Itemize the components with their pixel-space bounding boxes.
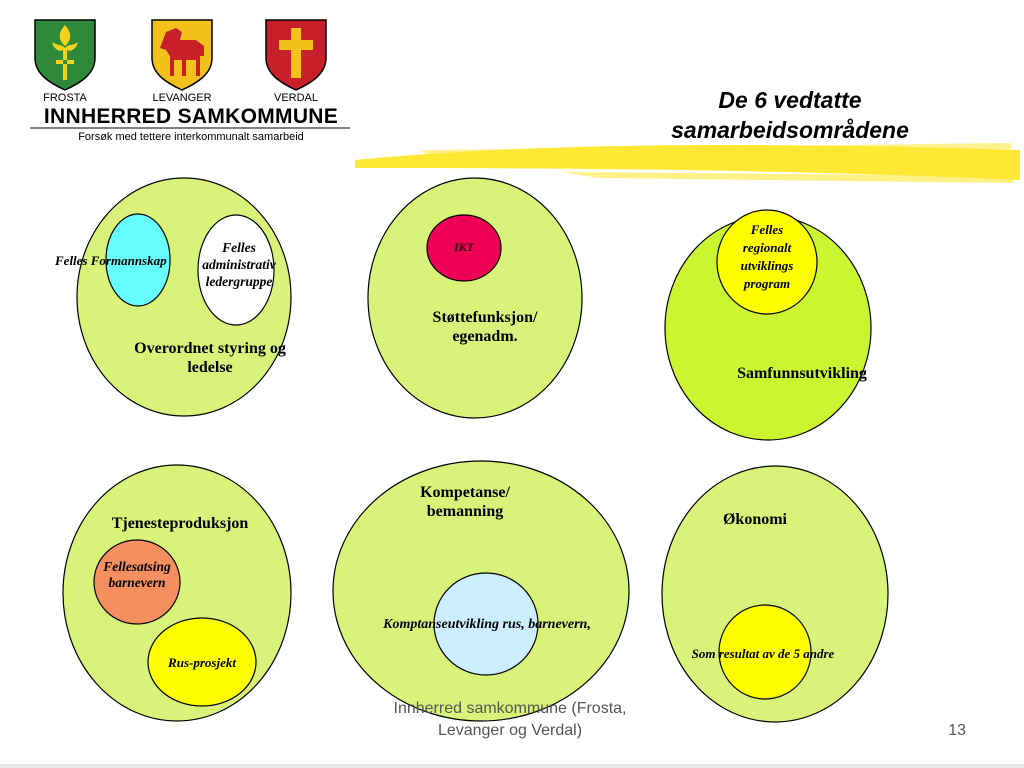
sub-circle-kompetanseutvikling <box>433 572 539 676</box>
slide-title-line-1: De 6 vedtatte <box>718 87 862 113</box>
shield-label-levanger: LEVANGER <box>152 92 212 104</box>
sub-label-felles-ledergruppe: Felles administrativ ledergruppe <box>202 240 276 289</box>
area-label-kompetanse: Kompetanse/ bemanning <box>420 484 510 520</box>
levanger-coat-of-arms <box>151 19 213 91</box>
sub-circle-okonomi-resultat <box>718 604 812 700</box>
sub-label-felles-formannskap: Felles Formannskap <box>55 253 167 268</box>
sub-label-ikt: IKT <box>453 240 474 254</box>
sub-label-kompetanseutvikling: Komptanseutvikling rus, barnevern, <box>383 617 591 632</box>
area-circle-2 <box>367 177 583 419</box>
frosta-coat-of-arms <box>34 19 96 91</box>
sub-circle-barnevern <box>93 539 181 625</box>
sub-circle-felles-ledergruppe <box>197 214 275 326</box>
shield-label-frosta: FROSTA <box>43 92 87 104</box>
area-label-stottefunksjon: Støttefunksjon/ egenadm. <box>432 309 538 345</box>
sub-circle-rus-prosjekt <box>147 617 257 707</box>
shield-label-verdal: VERDAL <box>273 92 319 104</box>
sub-label-rus-prosjekt: Rus-prosjekt <box>168 655 236 670</box>
sub-label-okonomi-resultat: Som resultat av de 5 andre <box>691 646 835 661</box>
area-label-styring: Overordnet styring og ledelse <box>134 340 286 376</box>
bottom-rule <box>0 764 1024 768</box>
horse-icon <box>160 28 204 76</box>
organization-tagline: Forsøk med tettere interkommunalt samarb… <box>78 131 304 143</box>
sub-circle-ikt <box>426 214 502 282</box>
slide-footer: Innherred samkommune (Frosta, Levanger o… <box>393 700 627 739</box>
page-number: 13 <box>948 722 966 739</box>
area-label-samfunnsutvikling: Samfunnsutvikling <box>737 365 867 382</box>
sub-circle-felles-formannskap <box>105 213 171 307</box>
cross-icon <box>279 28 313 78</box>
sub-circle-utviklingsprogram <box>716 209 818 315</box>
slide-title: De 6 vedtatte samarbeidsområdene <box>590 85 990 145</box>
highlighter-stroke <box>355 143 1020 183</box>
area-label-okonomi: Økonomi <box>722 511 787 528</box>
sub-label-utviklingsprogram: Felles regionalt utviklings program <box>740 222 794 291</box>
slide-title-line-2: samarbeidsområdene <box>671 117 909 143</box>
organization-name: INNHERRED SAMKOMMUNE <box>43 105 339 128</box>
area-label-tjenesteproduksjon: Tjenesteproduksjon <box>111 515 249 532</box>
fleur-de-lis-icon <box>52 25 78 80</box>
area-circle-6 <box>661 465 889 723</box>
verdal-coat-of-arms <box>265 19 327 91</box>
sub-label-barnevern: Fellesatsing barnevern <box>103 559 171 590</box>
